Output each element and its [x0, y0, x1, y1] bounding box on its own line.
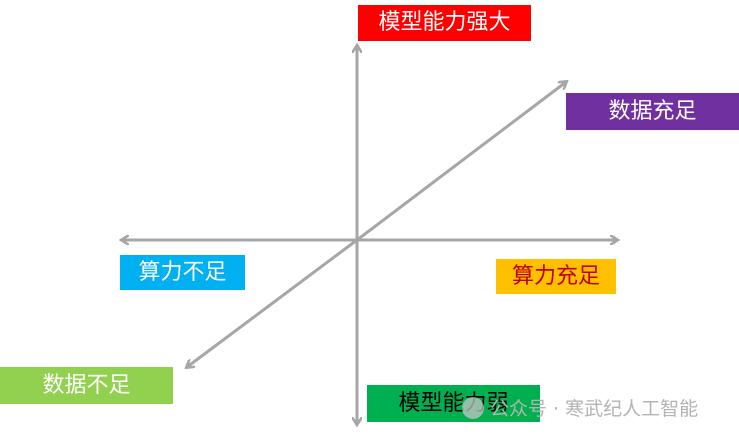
- label-data-insufficient: 数据不足: [0, 367, 173, 404]
- watermark-text: 公众号 · 寒武纪人工智能: [490, 398, 699, 420]
- label-compute-sufficient: 算力充足: [496, 259, 616, 294]
- wechat-icon: [462, 396, 484, 419]
- label-model-weak: 模型能力弱: [367, 385, 540, 422]
- label-compute-insufficient: 算力不足: [120, 255, 245, 290]
- diagonal-axis-up-right: [356, 82, 566, 242]
- label-model-strong: 模型能力强大: [358, 5, 531, 41]
- diagonal-axis-down-left: [187, 238, 358, 367]
- label-data-sufficient: 数据充足: [566, 93, 739, 130]
- watermark: 公众号 · 寒武纪人工智能: [462, 394, 698, 421]
